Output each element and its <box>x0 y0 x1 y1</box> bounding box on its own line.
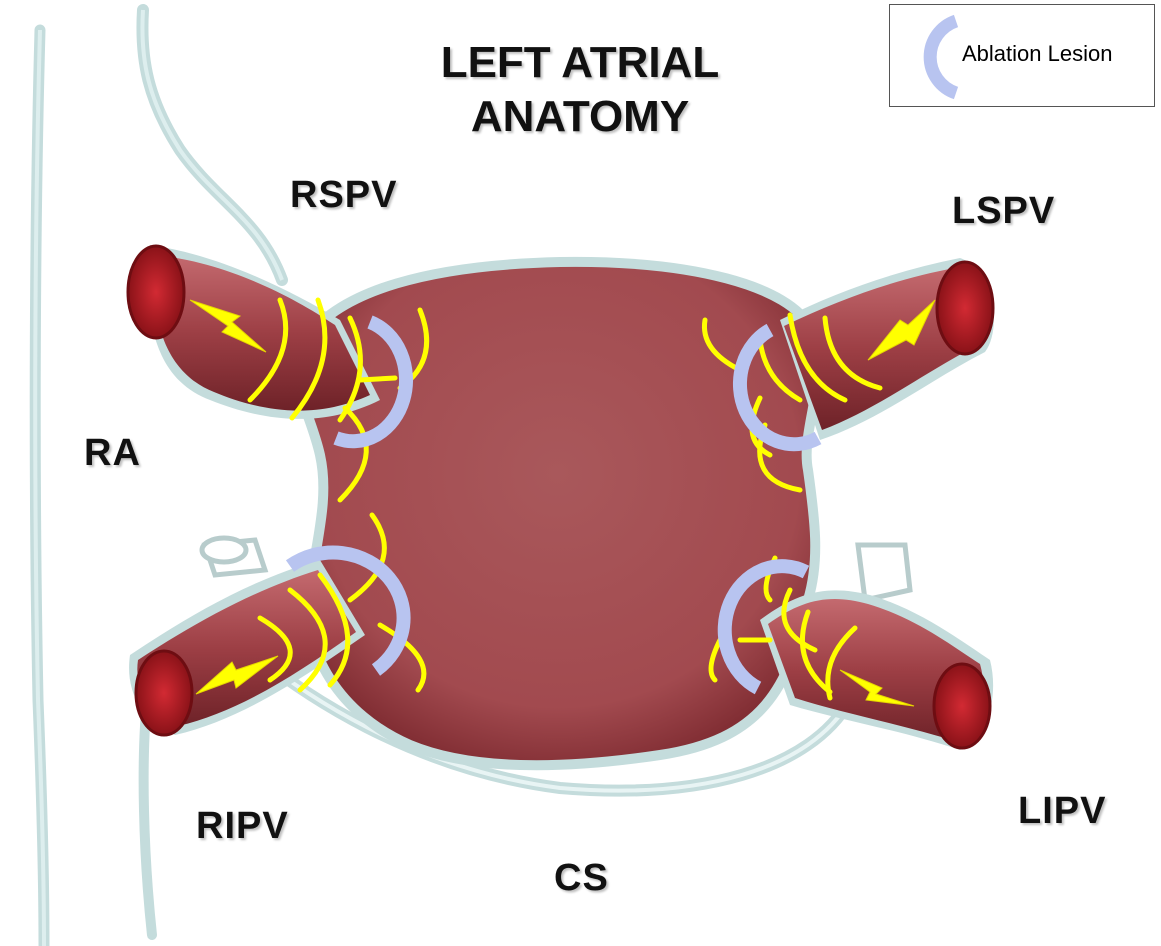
ripv-ostium <box>136 651 192 735</box>
label-cs: CS <box>554 857 609 900</box>
left-atrium-body <box>297 262 817 765</box>
rspv-wavefront-5 <box>360 378 395 380</box>
label-ripv: RIPV <box>196 805 289 848</box>
diagram-title: LEFT ATRIAL ANATOMY <box>380 36 780 144</box>
legend-label: Ablation Lesion <box>962 41 1112 67</box>
label-ra: RA <box>84 432 141 475</box>
right-tube <box>858 545 910 600</box>
lipv-vein <box>760 590 993 750</box>
left-tube <box>202 538 265 575</box>
label-lspv: LSPV <box>952 190 1055 233</box>
label-lipv: LIPV <box>1018 790 1106 833</box>
label-rspv: RSPV <box>290 174 397 217</box>
legend-box: Ablation Lesion <box>889 4 1155 107</box>
rspv-ostium <box>128 246 184 338</box>
title-line-1: LEFT ATRIAL <box>380 36 780 90</box>
title-line-2: ANATOMY <box>380 90 780 144</box>
lipv-ostium <box>934 664 990 748</box>
ablation-lesion-arc-icon <box>904 13 964 101</box>
lspv-ostium <box>937 262 993 354</box>
